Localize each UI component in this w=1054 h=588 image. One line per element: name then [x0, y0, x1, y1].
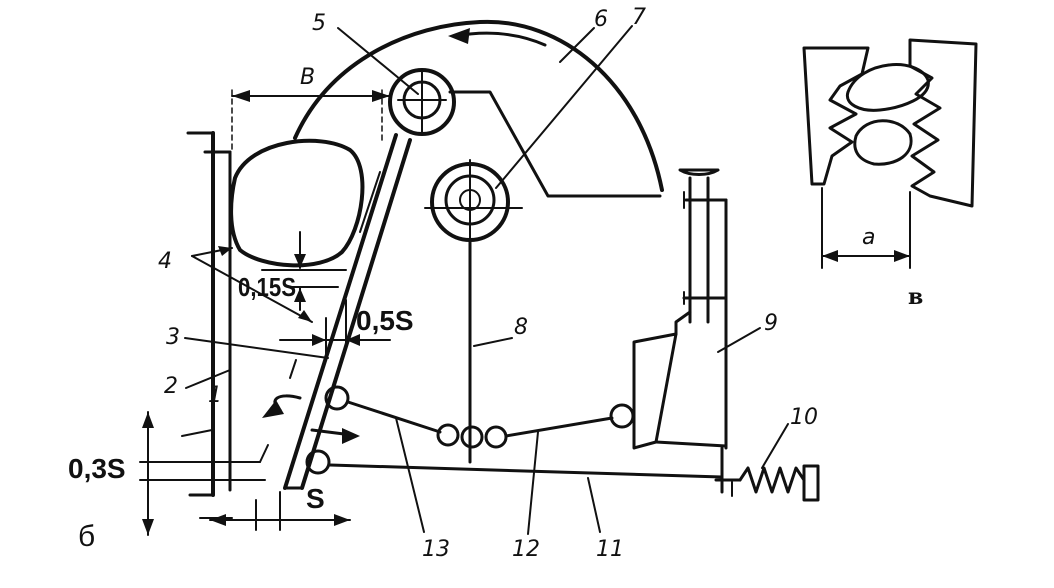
label-part-11: 11	[596, 537, 624, 562]
main-shaft-7	[424, 159, 523, 242]
fixed-jaw-plate-1-2	[186, 131, 233, 519]
leader-10	[761, 423, 789, 469]
label-part-10: 10	[790, 405, 818, 430]
label-part-5: 5	[312, 11, 326, 36]
dimension-05s	[279, 299, 391, 356]
label-part-12: 12	[512, 537, 540, 562]
leader-1	[181, 429, 213, 437]
leader-13	[395, 417, 425, 533]
roller-bottom	[305, 449, 331, 475]
label-part-6: 6	[594, 7, 608, 32]
swing-motion-arrows	[262, 394, 360, 444]
label-part-8: 8	[514, 315, 528, 340]
label-detail-a: a	[862, 225, 875, 250]
toggle-linkage	[305, 385, 635, 475]
wedge-block-9	[632, 168, 728, 450]
label-part-3: 3	[166, 325, 180, 350]
rotation-arrow-icon	[448, 28, 470, 44]
leader-5	[337, 27, 419, 95]
label-part-1: 1	[208, 383, 222, 408]
detail-view-teeth	[802, 38, 978, 269]
dimension-b	[231, 89, 391, 151]
label-part-7: 7	[632, 5, 646, 30]
label-dimension-b: B	[300, 65, 315, 90]
label-part-4: 4	[158, 249, 172, 274]
leader-4	[191, 246, 313, 323]
frame-outline	[448, 90, 662, 198]
leader-12	[527, 431, 539, 535]
dimension-015s	[261, 231, 347, 311]
arrow-right-icon	[342, 428, 360, 444]
leader-3	[184, 337, 329, 359]
label-05s: 0,5S	[356, 305, 414, 336]
label-03s: 0,3S	[68, 453, 126, 484]
leader-11	[587, 477, 601, 533]
label-part-9: 9	[764, 311, 778, 336]
leader-3b	[289, 359, 297, 379]
leader-6	[559, 27, 595, 63]
flywheel-6	[293, 19, 664, 192]
part-labels: 1 2 3 4 5 6 7 8 9 10 11 12 13	[158, 5, 818, 562]
tension-rod-11	[328, 463, 724, 479]
dimension-s	[209, 491, 351, 531]
leader-2	[185, 369, 231, 389]
label-view-v: в	[908, 284, 923, 310]
eccentric-shaft-5	[388, 68, 456, 136]
label-s: S	[306, 483, 325, 514]
spring-10	[714, 446, 820, 502]
material-lump	[229, 138, 365, 268]
roller-13-upper	[324, 385, 350, 411]
arrow-left-icon	[262, 400, 284, 418]
label-part-2: 2	[164, 374, 178, 399]
leader-7	[495, 25, 633, 189]
dimension-03s	[139, 411, 269, 536]
leader-9	[717, 327, 761, 353]
label-part-13: 13	[422, 537, 450, 562]
leader-8	[473, 337, 513, 347]
dimension-labels: B 0,15S 0,5S 0,3S S б a в	[68, 65, 923, 553]
label-015s: 0,15S	[238, 272, 296, 302]
label-view-b: б	[78, 520, 95, 553]
